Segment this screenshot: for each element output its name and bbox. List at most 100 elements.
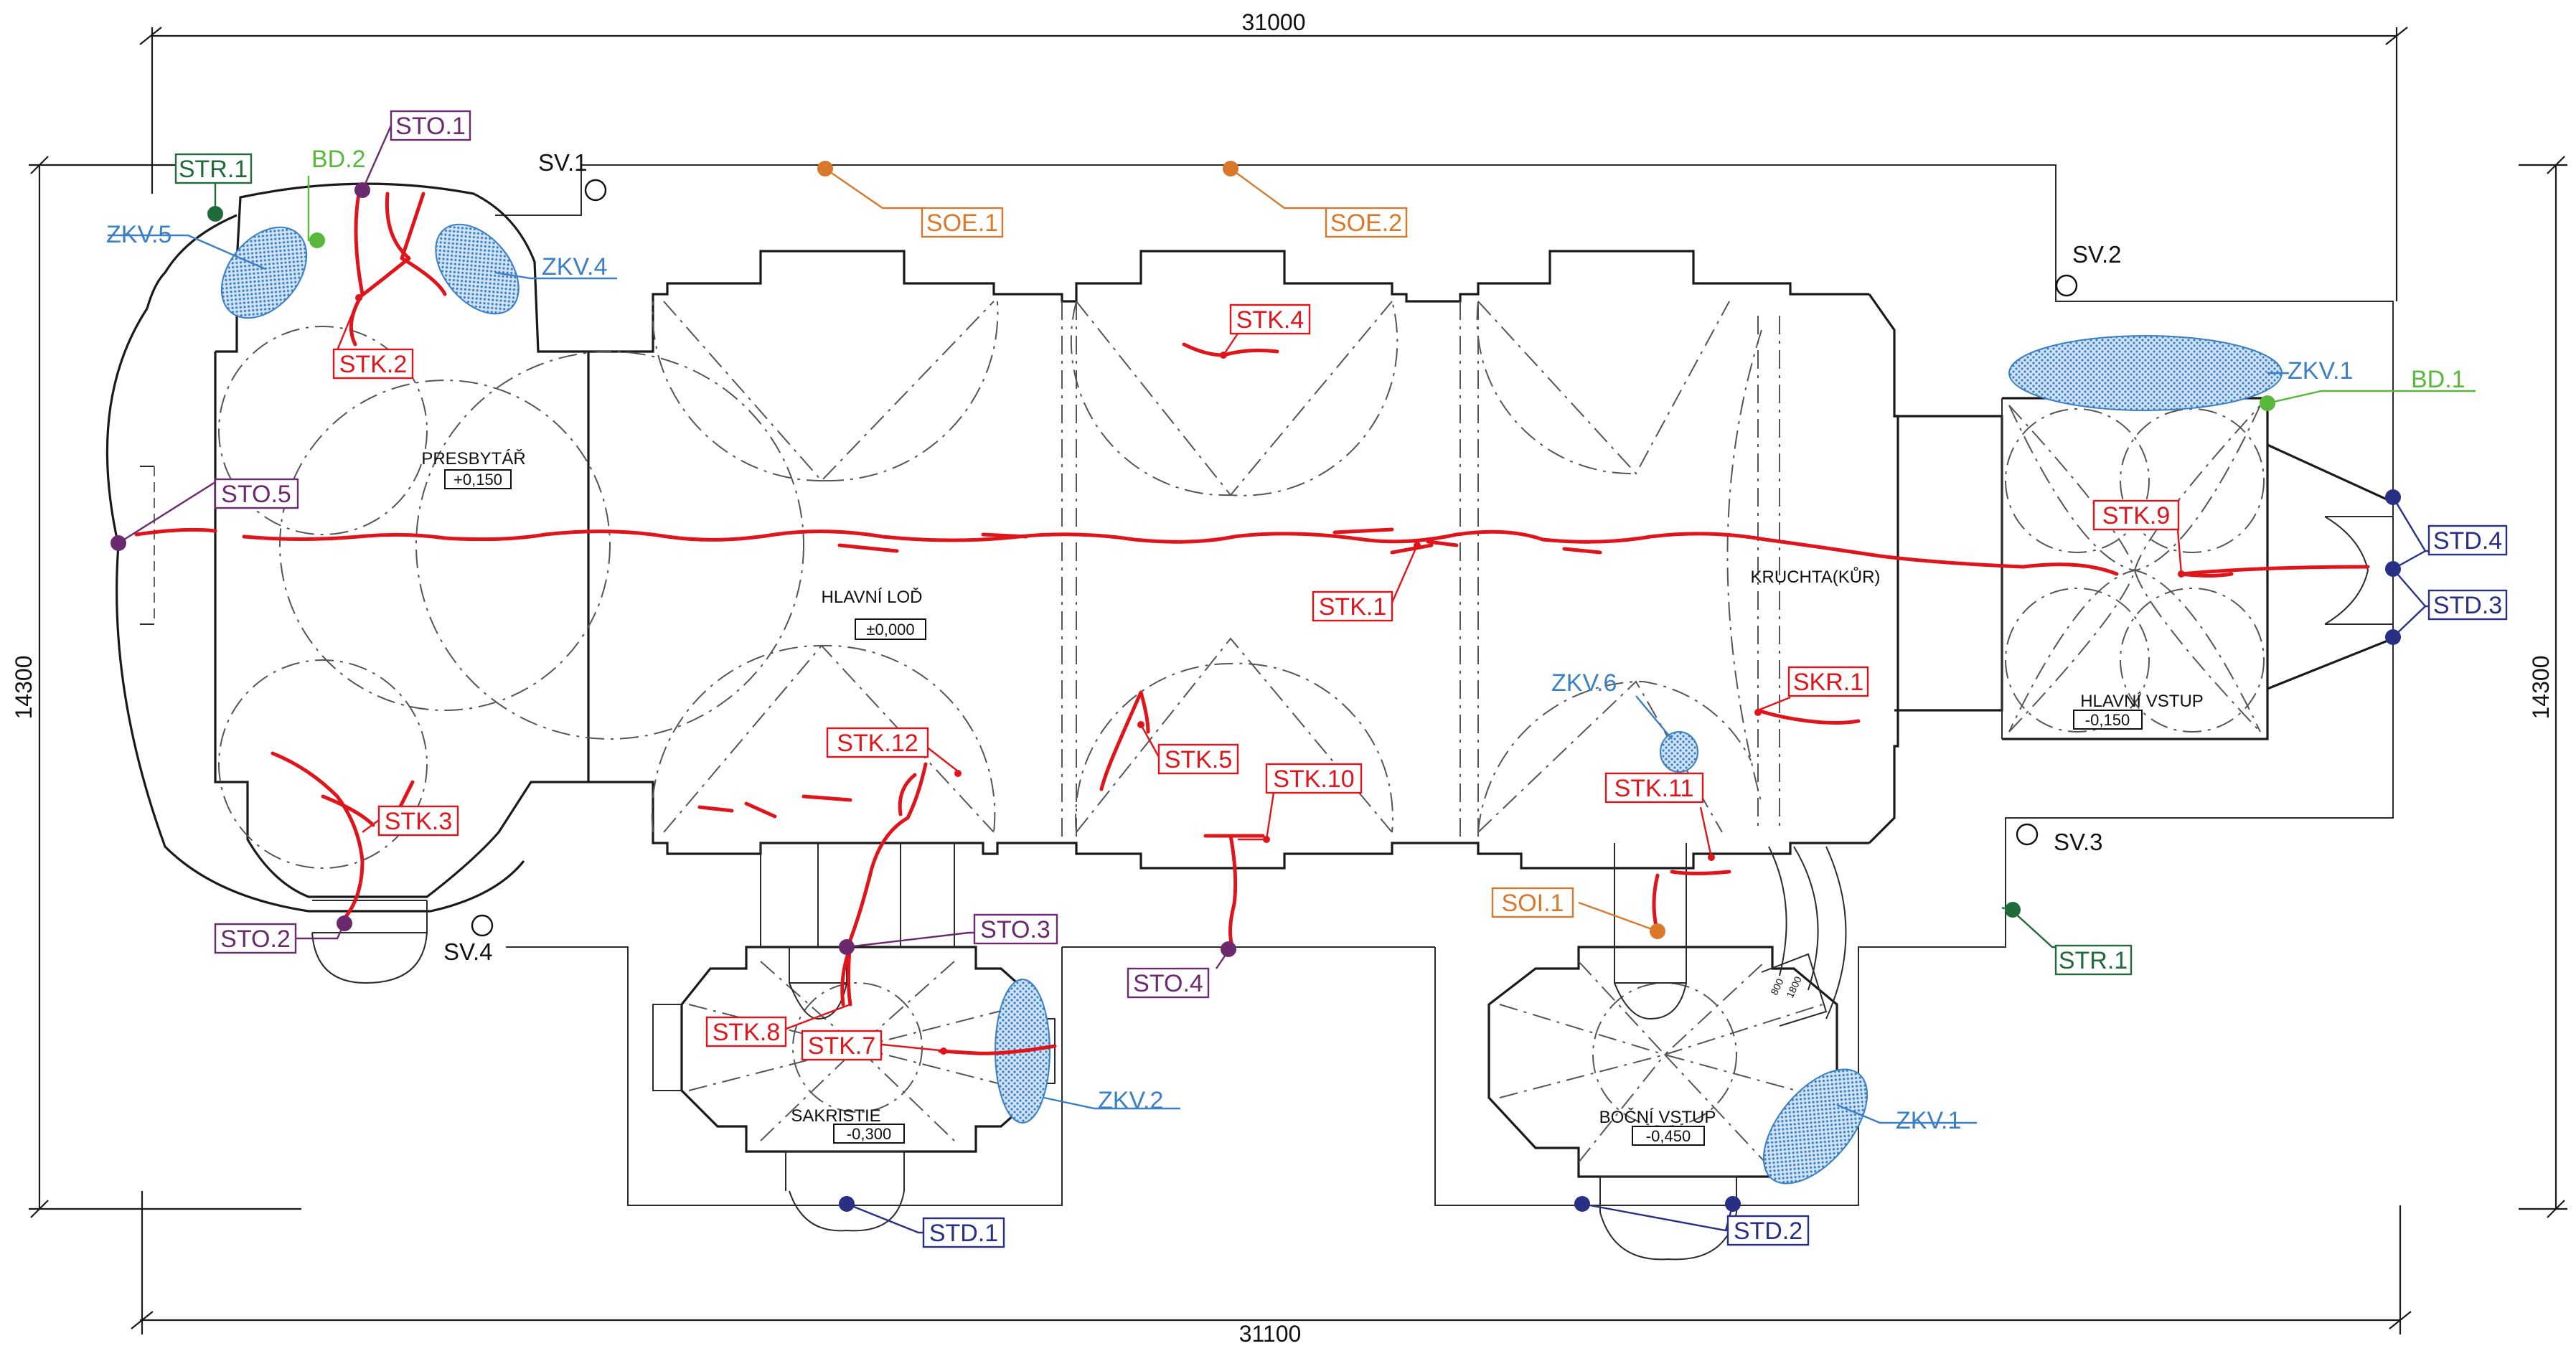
tag-zkv6: ZKV.6 [1551,669,1617,697]
crack-skr1 [1756,708,1861,725]
dim-bottom: 31100 [1239,1321,1302,1347]
tag-zkv5: ZKV.5 [106,221,171,248]
room-bocni-vstup-name: BOČNÍ VSTUP [1599,1107,1716,1127]
crack-stk5 [1099,690,1150,791]
dim-left: 14300 [11,656,37,720]
crack-stk10 [1228,834,1238,949]
probe-sv3-label: SV.3 [2054,829,2103,855]
marker-soi1 [1650,923,1665,939]
leader-lines [108,125,2504,1234]
tag-sto5: STO.5 [221,481,291,508]
tag-stk11: STK.11 [1614,775,1694,802]
marker-std-mid [2385,561,2401,577]
tag-std3-box [2427,589,2508,621]
tag-stk1: STK.1 [1319,593,1386,621]
room-hlavni-vstup-level-box [2073,710,2143,730]
room-sakristie-level-box [833,1124,905,1144]
marker-std2-a [1574,1196,1590,1212]
tag-std2-box [1726,1215,1810,1246]
moisture-zone-zkv5 [220,226,308,319]
tag-stk4-box [1229,303,1311,335]
tag-stk9-box [2092,499,2180,531]
room-hlavni-vstup-name: HLAVNÍ VSTUP [2080,692,2204,711]
vault-lines [218,301,2265,1213]
tag-stk7: STK.7 [808,1032,875,1060]
moisture-zones [220,223,2283,1185]
room-presbytar-level-box [444,469,512,489]
tag-bd2: BD.2 [311,146,366,173]
crack-stk1 [134,527,2026,569]
tag-stk4: STK.4 [1236,306,1304,334]
room-presbytar-level: +0,150 [453,471,502,489]
tag-zkv4: ZKV.4 [542,253,607,281]
tag-stk5-box [1157,743,1239,775]
dim-top: 31000 [1242,9,1306,35]
dimension-lines [29,27,2567,1334]
tag-str1-right: STR.1 [2059,947,2128,974]
door-swings [311,516,2369,1261]
tag-stk11-box [1604,772,1704,804]
marker-std1 [839,1196,855,1212]
probe-sv1-label: SV.1 [538,149,588,176]
room-hlavni-lod-level: ±0,000 [866,621,914,639]
tag-std3: STD.3 [2433,592,2502,619]
perimeter [495,164,2394,1206]
tag-str1-left: STR.1 [179,156,248,183]
marker-sto1 [354,182,370,198]
marker-sto4 [1221,941,1236,957]
tag-std4-box [2427,524,2508,556]
moisture-zone-zkv6 [1660,731,1698,773]
moisture-zone-zkv1-top [2008,335,2283,411]
crack-stk7 [938,1044,1057,1055]
tag-stk8-box [705,1016,787,1047]
cracks [134,192,2370,1055]
tag-sto4-box [1127,967,1210,999]
dim-right: 14300 [2528,656,2554,720]
room-sakristie-name: SAKRISTIE [791,1106,880,1126]
crack-stk3 [271,751,415,921]
marker-std4 [2385,489,2401,505]
room-presbytar-name: PRESBYTÁŘ [421,449,525,469]
tag-skr1: SKR.1 [1793,669,1863,696]
stair-dim-b: 1800 [1784,974,1804,999]
tag-std1: STD.1 [929,1220,998,1247]
tag-str1-right-box [2054,944,2133,976]
room-hlavni-lod-name: HLAVNÍ LOĎ [822,588,923,607]
tag-stk10-box [1265,763,1363,794]
tag-stk3: STK.3 [385,808,452,835]
tag-zkv1-top: ZKV.1 [2288,357,2353,385]
crack-stk12 [697,762,928,1007]
tag-sto1: STO.1 [395,113,466,140]
tag-soe1-box [921,207,1004,238]
tag-soi1: SOI.1 [1502,890,1564,917]
room-hlavni-lod-level-box [855,618,926,640]
tag-bd1: BD.1 [2411,366,2465,393]
probe-sv4 [471,914,494,937]
marker-soe1 [817,161,833,176]
marker-str1-left [207,206,223,222]
tag-soi1-box [1491,887,1574,918]
tag-stk1-box [1312,590,1393,622]
marker-str1-right [2005,902,2021,918]
probe-sv2-label: SV.2 [2072,241,2122,268]
probe-sv4-label: SV.4 [443,938,493,965]
moisture-zone-zkv1-bottom [1762,1068,1868,1185]
tag-stk12: STK.12 [837,730,918,757]
tag-sto2-box [214,923,297,954]
tag-sto4: STO.4 [1133,970,1203,997]
tag-stk10: STK.10 [1273,766,1354,793]
tag-stk12-box [826,727,929,758]
crack-stk2 [349,192,447,347]
marker-sto3 [839,939,855,955]
tag-soe1: SOE.1 [926,209,998,237]
tag-zkv1-bottom: ZKV.1 [1896,1107,1961,1134]
tag-stk7-box [801,1030,883,1061]
tag-str1-left-box [174,153,253,184]
tag-std4: STD.4 [2433,527,2502,555]
tag-stk2: STK.2 [339,351,407,378]
marker-soe2 [1223,161,1238,176]
moisture-zone-zkv4 [435,223,520,315]
room-bocni-vstup-level: -0,450 [1646,1127,1691,1145]
tag-stk2-box [332,348,414,380]
